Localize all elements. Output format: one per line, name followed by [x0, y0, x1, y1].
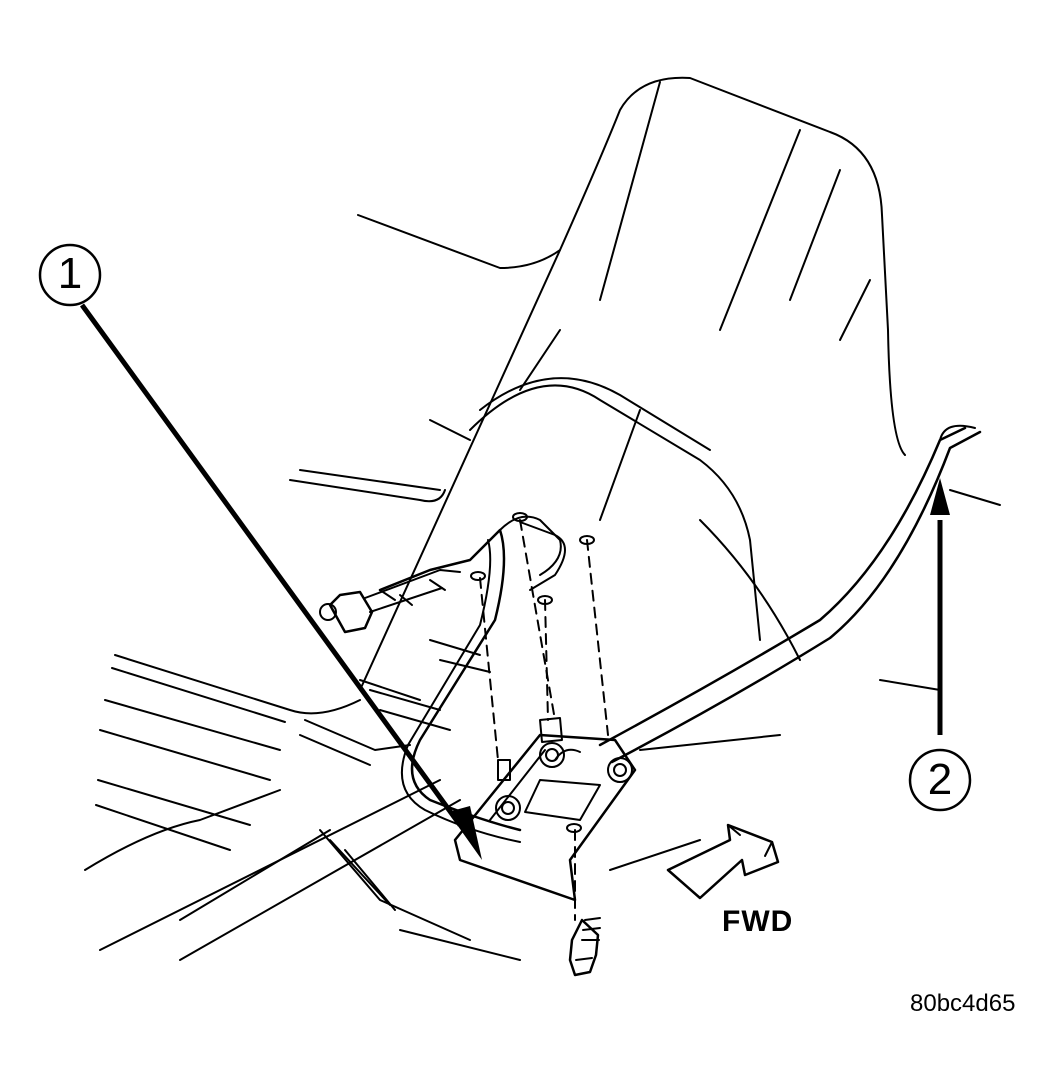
callout-leaders	[79, 303, 950, 860]
parking-brake-cable	[598, 424, 982, 764]
figure-id: 80bc4d65	[910, 990, 1016, 1017]
bracket-bolts	[495, 717, 633, 821]
fwd-direction-arrow	[666, 823, 780, 900]
install-guide-lines	[479, 519, 609, 921]
seat-back-outline	[359, 76, 906, 691]
cable-bracket	[453, 733, 637, 902]
callout-2-number: 2	[927, 755, 953, 804]
fastener-markers	[470, 512, 595, 833]
floor-ribs	[84, 639, 521, 961]
callout-1-number: 1	[57, 249, 83, 298]
brake-rod-loop	[378, 515, 566, 843]
loose-bolt	[568, 917, 601, 977]
vehicle-floor-lines	[289, 214, 1001, 871]
callout-2-circle	[908, 748, 972, 812]
fwd-label: FWD	[722, 905, 794, 938]
electrical-connector	[319, 569, 461, 634]
callout-1-circle	[38, 243, 102, 307]
